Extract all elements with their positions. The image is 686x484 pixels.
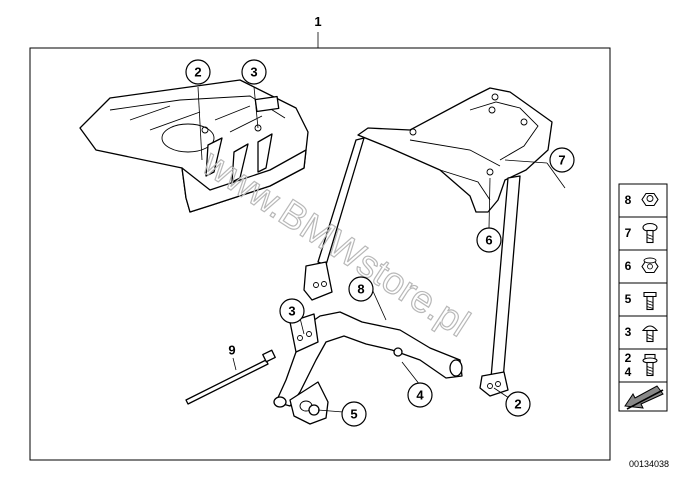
legend-label: 5 bbox=[625, 292, 632, 306]
torx-screw-icon bbox=[642, 222, 658, 244]
callout-label: 3 bbox=[288, 304, 295, 319]
assembly-number: 1 bbox=[314, 14, 321, 29]
hex-bolt-icon bbox=[643, 291, 657, 311]
callout-c5: 5 bbox=[341, 401, 367, 427]
legend-item-3: 5 bbox=[618, 282, 668, 317]
carrier-frame bbox=[303, 87, 553, 397]
legend-item-1: 7 bbox=[618, 216, 668, 251]
callout-circle bbox=[476, 227, 502, 253]
arrow-icon bbox=[624, 385, 664, 410]
callout-label: 3 bbox=[250, 65, 257, 80]
callout-c7: 7 bbox=[549, 147, 575, 173]
button-head-screw-icon bbox=[641, 325, 659, 343]
callout-circle bbox=[185, 59, 211, 85]
leader-lines bbox=[197, 86, 566, 413]
lock-nut-icon bbox=[641, 257, 659, 274]
callout-c2a: 2 bbox=[185, 59, 211, 85]
callout-circle bbox=[407, 382, 433, 408]
legend-label: 3 bbox=[625, 325, 632, 339]
collar-bolt-icon bbox=[642, 353, 658, 377]
callout-label: 6 bbox=[485, 233, 492, 248]
luggage-rack-plate bbox=[79, 79, 309, 213]
reference-number: 00134038 bbox=[628, 459, 670, 469]
legend-item-4: 3 bbox=[618, 315, 668, 350]
callouts: 2 3 7 6 8 3 9 4 2 5 bbox=[185, 59, 575, 427]
legend-item-2: 6 bbox=[618, 249, 668, 284]
legend-arrow-cell bbox=[618, 381, 668, 412]
hex-nut-icon bbox=[641, 192, 659, 207]
callout-c8: 8 bbox=[348, 276, 374, 302]
legend-label: 8 bbox=[625, 193, 632, 207]
callout-circle bbox=[241, 59, 267, 85]
callout-c3a: 3 bbox=[241, 59, 267, 85]
legend-item-0: 8 bbox=[618, 183, 668, 218]
callout-label: 8 bbox=[357, 282, 364, 297]
callout-circle bbox=[348, 276, 374, 302]
callout-circle bbox=[549, 147, 575, 173]
callout-circle bbox=[505, 391, 531, 417]
callout-c4: 4 bbox=[407, 382, 433, 408]
legend-label: 6 bbox=[625, 259, 632, 273]
callout-c2b: 2 bbox=[505, 391, 531, 417]
diagram-frame bbox=[29, 47, 611, 461]
callout-label: 2 bbox=[514, 397, 521, 412]
callout-label: 7 bbox=[558, 153, 565, 168]
callout-c3b: 3 bbox=[279, 298, 305, 324]
legend-label: 7 bbox=[625, 226, 632, 240]
callout-label: 9 bbox=[228, 343, 235, 358]
callout-circle bbox=[279, 298, 305, 324]
callout-label: 5 bbox=[350, 407, 357, 422]
callout-c6: 6 bbox=[476, 227, 502, 253]
callout-circle bbox=[341, 401, 367, 427]
cable-tie bbox=[185, 349, 276, 405]
callout-c9: 9 bbox=[228, 343, 235, 358]
callout-label: 4 bbox=[416, 388, 424, 403]
callout-label: 2 bbox=[194, 65, 201, 80]
